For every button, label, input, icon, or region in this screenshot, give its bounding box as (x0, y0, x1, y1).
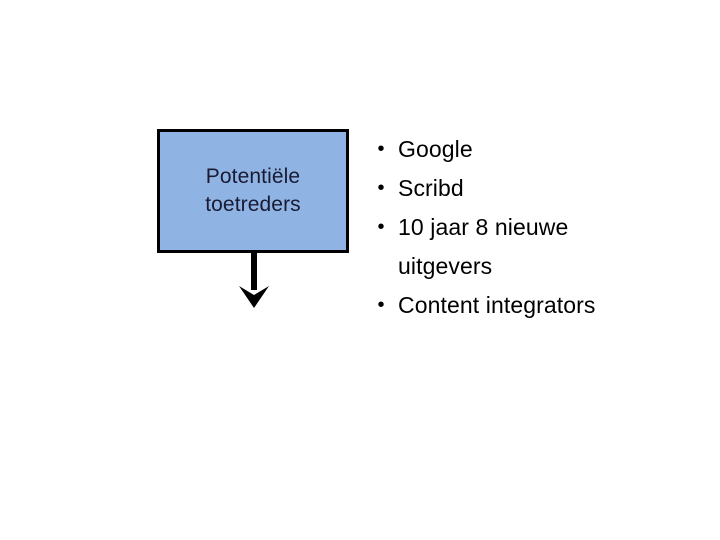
potential-entrants-box[interactable]: Potentiële toetreders (157, 129, 349, 253)
entrants-bullet-list: • Google • Scribd • 10 jaar 8 nieuwe uit… (370, 130, 660, 325)
list-item-label: Scribd (398, 175, 464, 201)
list-item: • 10 jaar 8 nieuwe uitgevers (370, 208, 660, 286)
list-item-label: Content integrators (398, 292, 596, 318)
list-item: • Google (370, 130, 660, 169)
down-arrow-icon (237, 250, 271, 312)
list-item-label: Google (398, 136, 473, 162)
list-item: • Content integrators (370, 286, 660, 325)
list-item: • Scribd (370, 169, 660, 208)
bullet-marker-icon: • (377, 294, 385, 316)
bullet-marker-icon: • (377, 138, 385, 160)
bullet-marker-icon: • (377, 177, 385, 199)
list-item-label: 10 jaar 8 nieuwe uitgevers (398, 214, 569, 279)
potential-entrants-box-label: Potentiële toetreders (205, 165, 301, 216)
bullet-marker-icon: • (377, 216, 385, 238)
